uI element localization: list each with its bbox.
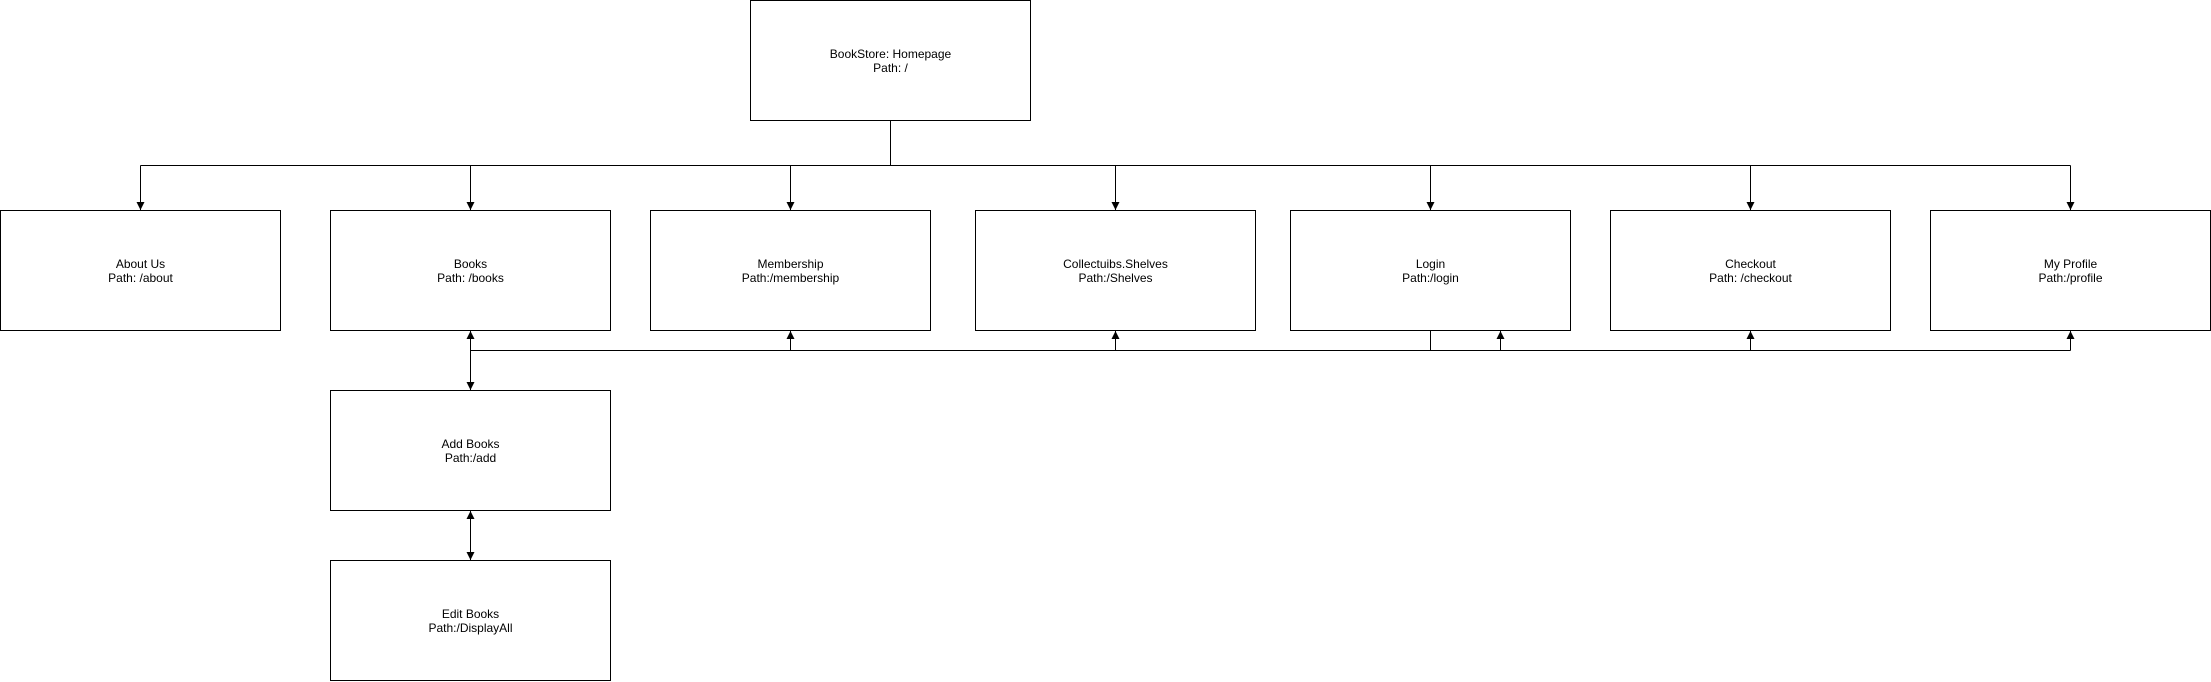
node-homepage: BookStore: Homepage Path: / (750, 0, 1031, 121)
node-editbooks-path: Path:/DisplayAll (428, 620, 513, 635)
node-books-path: Path: /books (437, 270, 504, 285)
node-membership-title: Membership (757, 256, 824, 271)
node-checkout-path: Path: /checkout (1709, 270, 1792, 285)
node-checkout-title: Checkout (1725, 256, 1776, 271)
node-books: Books Path: /books (330, 210, 611, 331)
node-login-title: Login (1415, 256, 1446, 271)
node-about-path: Path: /about (108, 270, 173, 285)
node-editbooks: Edit Books Path:/DisplayAll (330, 560, 611, 681)
node-addbooks-path: Path:/add (444, 450, 497, 465)
node-about-title: About Us (115, 256, 166, 271)
node-shelves-path: Path:/Shelves (1078, 270, 1153, 285)
node-login-path: Path:/login (1402, 270, 1459, 285)
node-profile: My Profile Path:/profile (1930, 210, 2211, 331)
node-addbooks: Add Books Path:/add (330, 390, 611, 511)
node-profile-title: My Profile (2043, 256, 2098, 271)
node-addbooks-title: Add Books (441, 436, 500, 451)
node-homepage-title: BookStore: Homepage (829, 46, 952, 61)
node-checkout: Checkout Path: /checkout (1610, 210, 1891, 331)
node-editbooks-title: Edit Books (441, 606, 500, 621)
node-membership: Membership Path:/membership (650, 210, 931, 331)
node-login: Login Path:/login (1290, 210, 1571, 331)
node-shelves: Collectuibs.Shelves Path:/Shelves (975, 210, 1256, 331)
node-books-title: Books (453, 256, 488, 271)
node-shelves-title: Collectuibs.Shelves (1063, 256, 1168, 271)
node-membership-path: Path:/membership (741, 270, 840, 285)
node-homepage-path: Path: / (873, 60, 908, 75)
node-about: About Us Path: /about (0, 210, 281, 331)
node-profile-path: Path:/profile (2038, 270, 2103, 285)
